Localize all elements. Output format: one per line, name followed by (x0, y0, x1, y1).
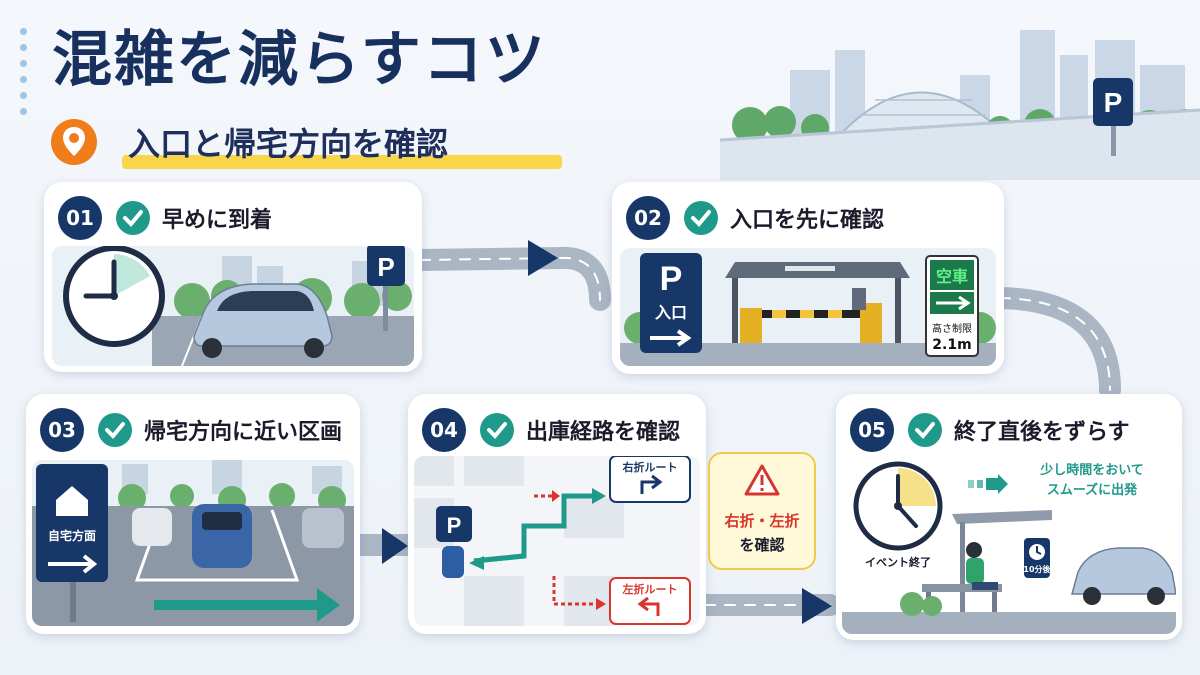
skyline-illustration: P (720, 30, 1200, 180)
step-card-02: 02 入口を先に確認 P 入口 空車 高さ制限 2.1m (612, 182, 1004, 374)
clock-icon (853, 461, 943, 551)
home-icon (56, 486, 88, 516)
height-limit-label: 高さ制限 (932, 322, 972, 335)
arrow-right-icon (528, 240, 558, 276)
step-title: 入口を先に確認 (730, 208, 885, 233)
warning-icon (744, 464, 780, 496)
right-route-label: 右折ルート (622, 460, 678, 474)
turn-left-icon (637, 596, 660, 616)
arrow-right-icon (382, 528, 408, 564)
parking-sign-icon: P (447, 513, 462, 538)
message-line-2: スムーズに出発 (1047, 482, 1138, 498)
step-title: 帰宅方向に近い区画 (144, 420, 343, 445)
check-icon (684, 201, 718, 235)
step-number: 01 (58, 196, 102, 240)
page-subtitle: 入口と帰宅方向を確認 (128, 125, 449, 163)
car-icon (442, 546, 464, 578)
arrow-right-icon (936, 295, 971, 311)
after-10-min-label: 10分後 (1023, 564, 1051, 574)
step-number: 05 (850, 408, 894, 452)
caution-callout: 右折・左折 を確認 (708, 452, 816, 570)
message-line-1: 少し時間をおいて (1039, 462, 1144, 478)
arrow-right-icon (802, 588, 832, 624)
route-map: P 右折ルート 左折ルート (414, 456, 700, 626)
step-card-04: 04 出庫経路を確認 P 右折ルート 左折ルート (408, 394, 706, 634)
clock-icon (63, 246, 165, 347)
step-card-01: 01 早めに到着 P (44, 182, 422, 372)
arrival-scene: P (52, 246, 414, 366)
step-card-05: 05 終了直後をずらす イベント終了 少し時間をおいて スムーズに出発 10分後 (836, 394, 1182, 640)
height-limit-value: 2.1m (932, 337, 971, 353)
event-end-label: イベント終了 (865, 555, 931, 569)
check-icon (480, 413, 514, 447)
entrance-label: 入口 (655, 303, 687, 322)
step-title: 終了直後をずらす (954, 420, 1130, 445)
step-title: 出庫経路を確認 (526, 420, 681, 445)
person-on-bench (922, 542, 1002, 612)
page-title: 混雑を減らすコツ (52, 25, 547, 95)
parking-lot-scene: 自宅方面 (32, 460, 354, 626)
decor-dots (20, 28, 28, 124)
arrow-right-icon (48, 554, 98, 574)
check-icon (908, 413, 942, 447)
parking-sign-icon: P (660, 260, 683, 298)
entrance-scene: P 入口 空車 高さ制限 2.1m (620, 248, 996, 366)
arrow-right-icon (154, 588, 340, 622)
vacancy-sign: 空車 (936, 267, 968, 286)
turn-right-icon (640, 474, 663, 494)
arrow-right-icon (650, 329, 692, 347)
caution-line-1: 右折・左折 (724, 512, 800, 530)
delayed-departure-scene: イベント終了 少し時間をおいて スムーズに出発 10分後 (842, 454, 1176, 634)
home-direction-label: 自宅方面 (48, 528, 96, 543)
left-route-label: 左折ルート (622, 582, 678, 596)
skyline-parking-icon: P (1104, 87, 1123, 118)
caution-line-2: を確認 (739, 536, 785, 554)
check-icon (116, 201, 150, 235)
step-number: 04 (422, 408, 466, 452)
check-icon (98, 413, 132, 447)
subtitle-highlight (122, 155, 562, 169)
location-pin-icon (51, 119, 97, 165)
step-number: 02 (626, 196, 670, 240)
step-title: 早めに到着 (162, 208, 273, 233)
step-card-03: 03 帰宅方向に近い区画 自宅方面 (26, 394, 360, 634)
step-number: 03 (40, 408, 84, 452)
parking-sign-icon: P (377, 252, 394, 282)
